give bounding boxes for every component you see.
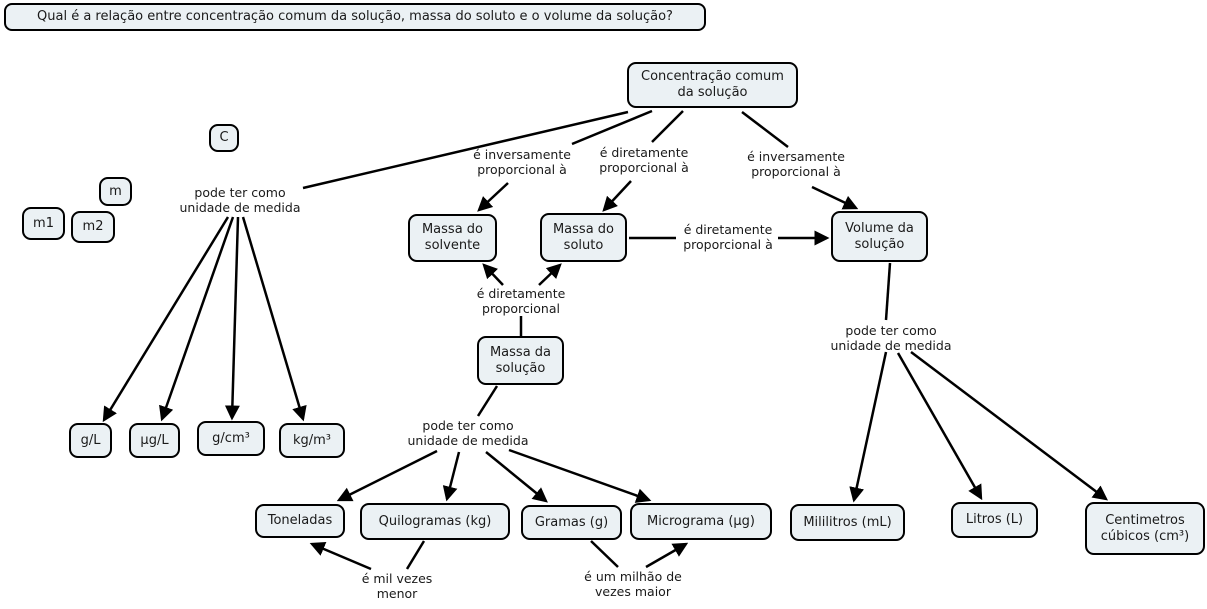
node-c-symbol[interactable]: C <box>209 124 239 152</box>
arrow-unidademassa-quilogramas <box>442 451 461 502</box>
link-unidade-medida-volume[interactable]: pode ter como unidade de medida <box>830 323 952 353</box>
arrow-milvezes-toneladas <box>309 541 372 571</box>
edge-concentracao-inv-solvente <box>571 109 653 146</box>
node-unit-g-l[interactable]: g/L <box>69 423 112 458</box>
link-inversamente-solvente[interactable]: é inversamente proporcional à <box>473 147 571 177</box>
link-unidade-medida-massa[interactable]: pode ter como unidade de medida <box>407 418 529 448</box>
arrow-unidadevolume-litros <box>896 352 983 501</box>
link-unidade-medida-c[interactable]: pode ter como unidade de medida <box>179 185 301 215</box>
node-unit-kg-m3[interactable]: kg/m³ <box>279 423 345 458</box>
arrow-unidade-c-gl <box>102 216 230 423</box>
arrow-inv-massasolvente <box>477 182 509 212</box>
node-litros[interactable]: Litros (L) <box>951 502 1038 538</box>
edge-massasolucao-unidade <box>476 385 499 417</box>
link-mil-vezes-menor[interactable]: é mil vezes menor <box>361 571 433 601</box>
link-diretamente-soluto[interactable]: é diretamente proporcional à <box>599 145 689 175</box>
arrow-unidade-c-gcm3 <box>224 216 240 421</box>
node-toneladas[interactable]: Toneladas <box>255 504 345 538</box>
arrow-unidadevolume-mililitros <box>849 351 888 503</box>
node-centimetros-cubicos[interactable]: Centimetros cúbicos (cm³) <box>1085 502 1205 555</box>
node-volume-solucao[interactable]: Volume da solução <box>831 211 928 262</box>
link-milhao-vezes-maior[interactable]: é um milhão de vezes maior <box>584 569 682 599</box>
arrow-unidade-c-ugl <box>159 216 235 422</box>
node-quilogramas[interactable]: Quilogramas (kg) <box>360 503 510 540</box>
node-m1-symbol[interactable]: m1 <box>22 207 65 240</box>
arrow-unidadevolume-centimetros <box>910 351 1108 501</box>
edge-concentracao-dir-soluto <box>651 110 684 143</box>
node-m-symbol[interactable]: m <box>99 177 132 206</box>
arrow-unidademassa-micrograma <box>508 448 652 503</box>
node-massa-solvente[interactable]: Massa do solvente <box>408 214 497 262</box>
node-m2-symbol[interactable]: m2 <box>71 211 115 243</box>
node-unit-g-cm3[interactable]: g/cm³ <box>197 421 265 456</box>
edge-concentracao-inv-volume <box>741 111 789 148</box>
arrow-dirprop-massasolvente <box>482 263 504 286</box>
node-mililitros[interactable]: Mililitros (mL) <box>790 504 905 541</box>
link-diretamente-volume[interactable]: é diretamente proporcional à <box>683 222 773 252</box>
arrow-dirprop-massasoluto <box>538 263 562 286</box>
node-micrograma[interactable]: Micrograma (µg) <box>630 503 772 540</box>
link-diretamente-proporcional[interactable]: é diretamente proporcional <box>476 286 566 316</box>
node-massa-solucao[interactable]: Massa da solução <box>477 336 564 385</box>
edge-quilogramas-milvezes <box>405 540 426 570</box>
question-box[interactable]: Qual é a relação entre concentração comu… <box>4 3 706 31</box>
edge-gramas-milhao <box>590 540 619 568</box>
edge-concentracao-unidade-c <box>302 110 629 190</box>
link-inversamente-volume[interactable]: é inversamente proporcional à <box>747 149 845 179</box>
arrow-unidade-c-kgm3 <box>241 216 307 422</box>
edge-volume-unidade <box>884 262 892 321</box>
arrow-unidademassa-gramas <box>485 451 548 503</box>
arrow-unidademassa-toneladas <box>336 449 438 502</box>
node-unit-ug-l[interactable]: µg/L <box>129 423 180 458</box>
arrow-inv-volumesolucao <box>811 185 859 210</box>
node-gramas[interactable]: Gramas (g) <box>521 505 622 540</box>
arrow-milhao-micrograma <box>645 542 689 569</box>
node-concentracao-comum[interactable]: Concentração comum da solução <box>627 62 798 108</box>
node-massa-soluto[interactable]: Massa do soluto <box>540 213 627 262</box>
arrow-dir-massasoluto <box>602 180 632 212</box>
